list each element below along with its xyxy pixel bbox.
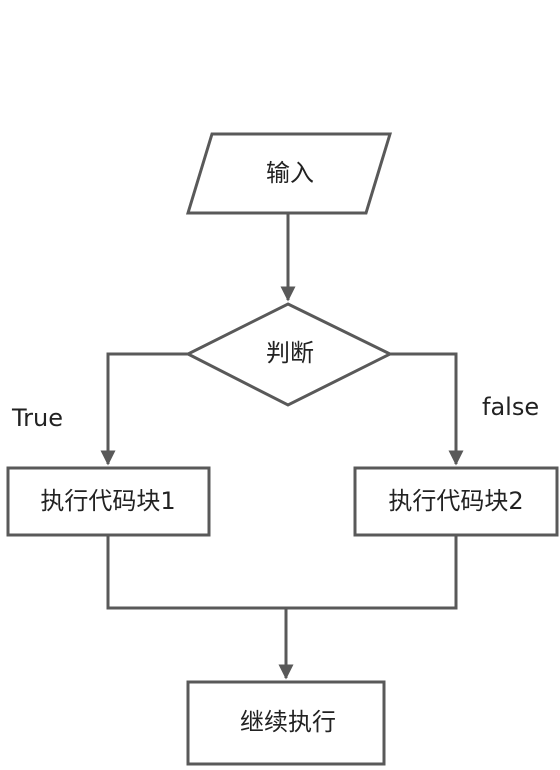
block2-rect [353,466,559,537]
continue-label: 继续执行 [240,708,336,736]
edges [100,214,464,680]
edge-true-branch [100,352,188,466]
node-continue: 继续执行 [186,680,386,766]
node-block2: 执行代码块2 [353,466,559,537]
edge-false-branch [390,352,464,466]
edge-merge [106,536,458,610]
block1-rect [6,466,211,537]
true-branch-label: True [11,404,63,432]
input-parallelogram [185,132,393,215]
continue-rect [186,680,386,766]
node-block1: 执行代码块1 [6,466,211,537]
block2-label: 执行代码块2 [388,487,523,515]
node-decision: 判断 [184,302,394,407]
decision-label: 判断 [266,339,314,367]
node-input: 输入 [185,132,393,215]
block1-label: 执行代码块1 [40,487,175,515]
input-label: 输入 [266,159,314,187]
false-branch-label: false [482,393,539,421]
decision-diamond [184,302,394,407]
